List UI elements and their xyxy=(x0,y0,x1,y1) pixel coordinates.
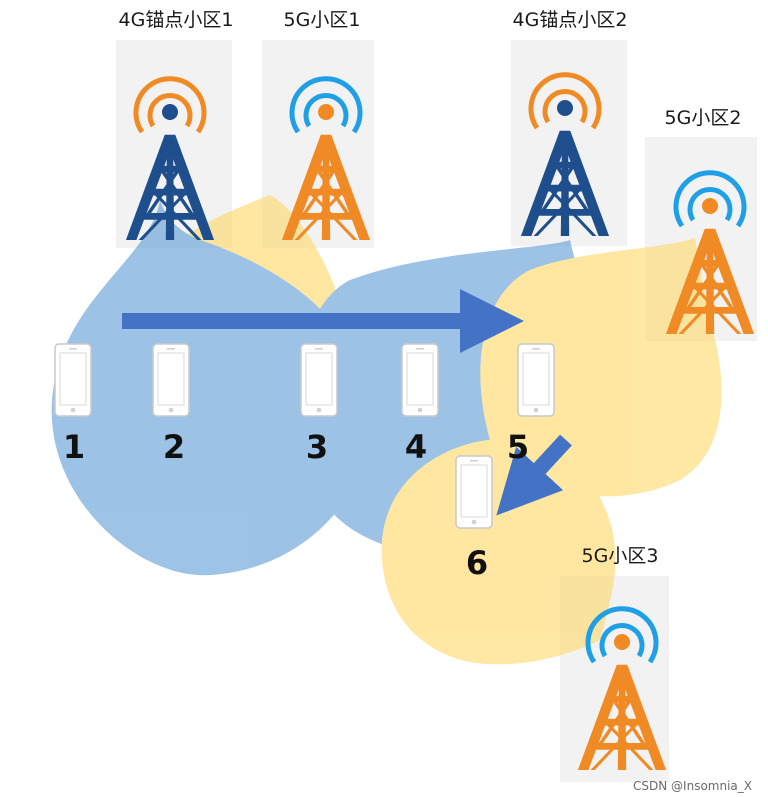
phone-icon-6 xyxy=(455,455,493,529)
phone-icon-5 xyxy=(517,343,555,417)
phone-icon-4 xyxy=(401,343,439,417)
cell-label-5g-2: 5G小区2 xyxy=(665,107,742,129)
position-label-5: 5 xyxy=(507,428,529,466)
phone-icon-1 xyxy=(54,343,92,417)
tower-5g-cell1-icon xyxy=(281,76,371,240)
coverage-5g-cell2 xyxy=(480,238,722,497)
tower-5g-cell3-icon xyxy=(577,606,667,770)
tower-4g-cell1-icon xyxy=(125,76,215,240)
coverage-4g-cell1 xyxy=(51,200,371,576)
cell-label-5g-3: 5G小区3 xyxy=(582,545,659,567)
position-label-4: 4 xyxy=(405,428,427,466)
tower-4g-cell2-icon xyxy=(520,72,610,236)
cell-label-5g-1: 5G小区1 xyxy=(284,9,361,31)
cell-label-4g-1: 4G锚点小区1 xyxy=(119,9,234,31)
cell-label-4g-2: 4G锚点小区2 xyxy=(513,9,628,31)
phone-icon-3 xyxy=(300,343,338,417)
phone-icon-2 xyxy=(152,343,190,417)
coverage-5g-cell3 xyxy=(381,438,616,665)
movement-arrow-down xyxy=(496,434,572,516)
position-label-6: 6 xyxy=(466,544,488,582)
position-label-3: 3 xyxy=(306,428,328,466)
position-label-1: 1 xyxy=(63,428,85,466)
tower-5g-cell2-icon xyxy=(665,170,755,334)
position-label-2: 2 xyxy=(163,428,185,466)
watermark: CSDN @Insomnia_X xyxy=(633,779,752,793)
